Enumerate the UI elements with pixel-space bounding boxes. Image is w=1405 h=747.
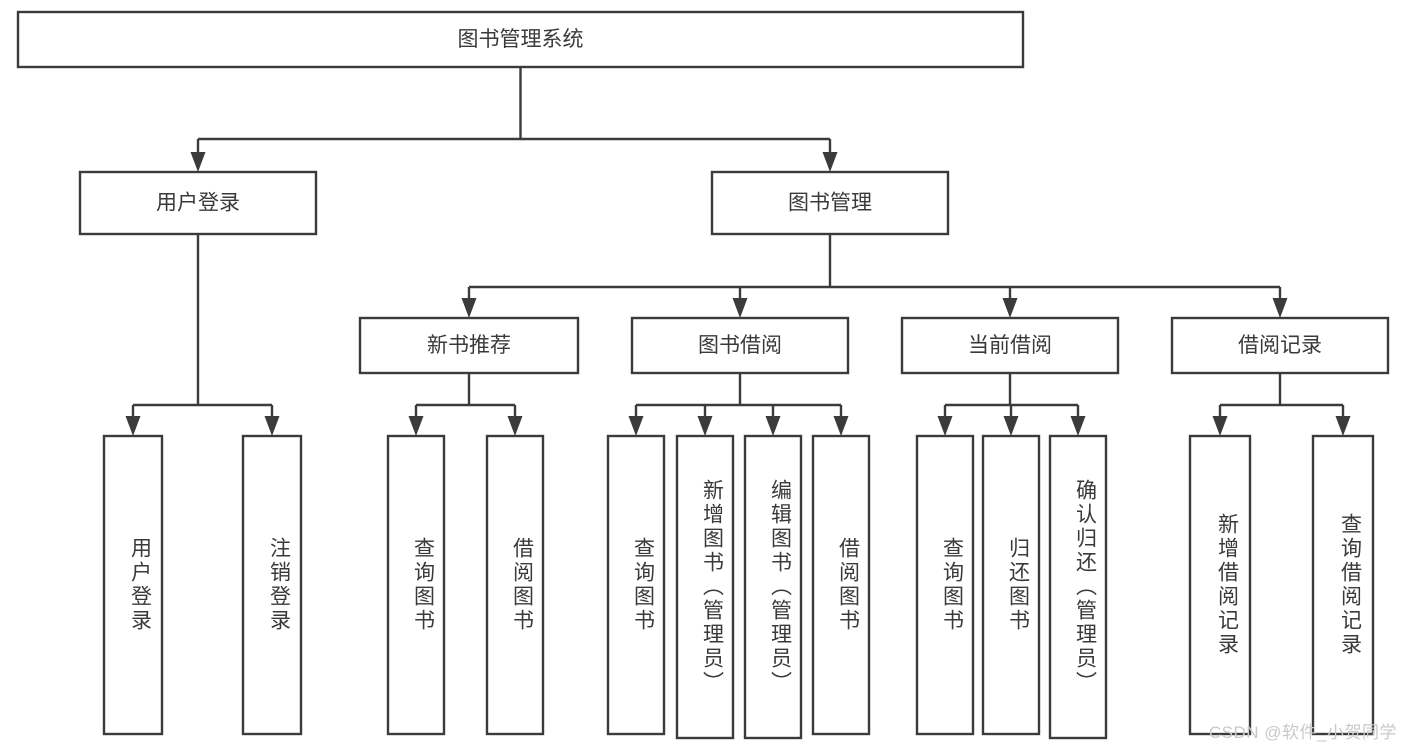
connector-layer bbox=[125, 67, 1351, 436]
node-label: 图书管理系统 bbox=[458, 28, 584, 51]
arrow-head-icon bbox=[1003, 416, 1019, 436]
node-box bbox=[811, 434, 871, 736]
node-current-borrow[interactable]: 当前借阅 bbox=[900, 316, 1120, 375]
arrow-head-icon bbox=[125, 416, 141, 436]
node-label: 图书管理 bbox=[788, 192, 872, 215]
arrow-head-icon bbox=[1272, 298, 1288, 318]
node-box bbox=[241, 434, 303, 736]
node-book-manage[interactable]: 图书管理 bbox=[710, 170, 950, 236]
node-label: 查询图书 bbox=[412, 537, 436, 633]
arrow-head-icon bbox=[1002, 298, 1018, 318]
arrow-head-icon bbox=[833, 416, 849, 436]
node-root[interactable]: 图书管理系统 bbox=[16, 10, 1025, 69]
arrow-head-icon bbox=[628, 416, 644, 436]
node-box bbox=[16, 10, 1025, 69]
node-label: 新增图书（管理员） bbox=[701, 479, 725, 695]
node-recommend-borrow-book[interactable]: 借阅图书 bbox=[485, 434, 545, 736]
node-label: 确认归还（管理员） bbox=[1074, 479, 1098, 695]
node-book-borrow[interactable]: 图书借阅 bbox=[630, 316, 850, 375]
node-box bbox=[981, 434, 1041, 736]
node-box bbox=[1048, 434, 1108, 740]
arrow-head-icon bbox=[937, 416, 953, 436]
node-recommend-query-book[interactable]: 查询图书 bbox=[386, 434, 446, 736]
node-box bbox=[743, 434, 803, 740]
node-borrow-query-book[interactable]: 查询图书 bbox=[606, 434, 666, 736]
node-box bbox=[1170, 316, 1390, 375]
node-label: 借阅记录 bbox=[1238, 334, 1322, 357]
arrow-head-icon bbox=[461, 298, 477, 318]
node-label: 新书推荐 bbox=[427, 334, 511, 357]
arrow-head-icon bbox=[732, 298, 748, 318]
arrow-head-icon bbox=[408, 416, 424, 436]
node-box bbox=[485, 434, 545, 736]
node-label: 借阅图书 bbox=[511, 537, 535, 633]
node-label: 新增借阅记录 bbox=[1216, 513, 1240, 657]
node-box bbox=[358, 316, 580, 375]
node-label: 借阅图书 bbox=[837, 537, 861, 633]
node-user-logout-leaf[interactable]: 注销登录 bbox=[241, 434, 303, 736]
node-box bbox=[630, 316, 850, 375]
node-record-query[interactable]: 查询借阅记录 bbox=[1311, 434, 1375, 736]
node-user-login-leaf[interactable]: 用户登录 bbox=[102, 434, 164, 736]
arrow-head-icon bbox=[264, 416, 280, 436]
arrow-head-icon bbox=[697, 416, 713, 436]
node-box bbox=[675, 434, 735, 740]
node-label: 当前借阅 bbox=[968, 334, 1052, 357]
node-borrow-borrow-book[interactable]: 借阅图书 bbox=[811, 434, 871, 736]
node-layer: 图书管理系统用户登录用户登录注销登录图书管理新书推荐查询图书借阅图书图书借阅查询… bbox=[16, 10, 1390, 740]
node-label: 查询图书 bbox=[941, 537, 965, 633]
node-user-login[interactable]: 用户登录 bbox=[78, 170, 318, 236]
node-borrow-record[interactable]: 借阅记录 bbox=[1170, 316, 1390, 375]
node-label: 查询图书 bbox=[632, 537, 656, 633]
node-current-confirm-return[interactable]: 确认归还（管理员） bbox=[1048, 434, 1108, 740]
node-label: 用户登录 bbox=[156, 192, 240, 215]
node-box bbox=[606, 434, 666, 736]
node-current-query-book[interactable]: 查询图书 bbox=[915, 434, 975, 736]
node-new-book-recommend[interactable]: 新书推荐 bbox=[358, 316, 580, 375]
node-box bbox=[915, 434, 975, 736]
node-record-add[interactable]: 新增借阅记录 bbox=[1188, 434, 1252, 736]
arrow-head-icon bbox=[1335, 416, 1351, 436]
node-label: 归还图书 bbox=[1007, 537, 1031, 633]
node-label: 注销登录 bbox=[268, 537, 292, 633]
arrow-head-icon bbox=[1070, 416, 1086, 436]
node-box bbox=[1188, 434, 1252, 736]
arrow-head-icon bbox=[1212, 416, 1228, 436]
node-current-return-book[interactable]: 归还图书 bbox=[981, 434, 1041, 736]
node-box bbox=[78, 170, 318, 236]
arrow-head-icon bbox=[765, 416, 781, 436]
arrow-head-icon bbox=[507, 416, 523, 436]
node-box bbox=[386, 434, 446, 736]
node-box bbox=[1311, 434, 1375, 736]
arrow-head-icon bbox=[190, 152, 206, 172]
node-label: 用户登录 bbox=[129, 537, 153, 633]
node-label: 编辑图书（管理员） bbox=[769, 479, 793, 695]
node-box bbox=[900, 316, 1120, 375]
arrow-head-icon bbox=[822, 152, 838, 172]
node-borrow-edit-book[interactable]: 编辑图书（管理员） bbox=[743, 434, 803, 740]
node-borrow-add-book[interactable]: 新增图书（管理员） bbox=[675, 434, 735, 740]
node-box bbox=[710, 170, 950, 236]
node-box bbox=[102, 434, 164, 736]
node-label: 查询借阅记录 bbox=[1339, 513, 1363, 657]
node-label: 图书借阅 bbox=[698, 334, 782, 357]
